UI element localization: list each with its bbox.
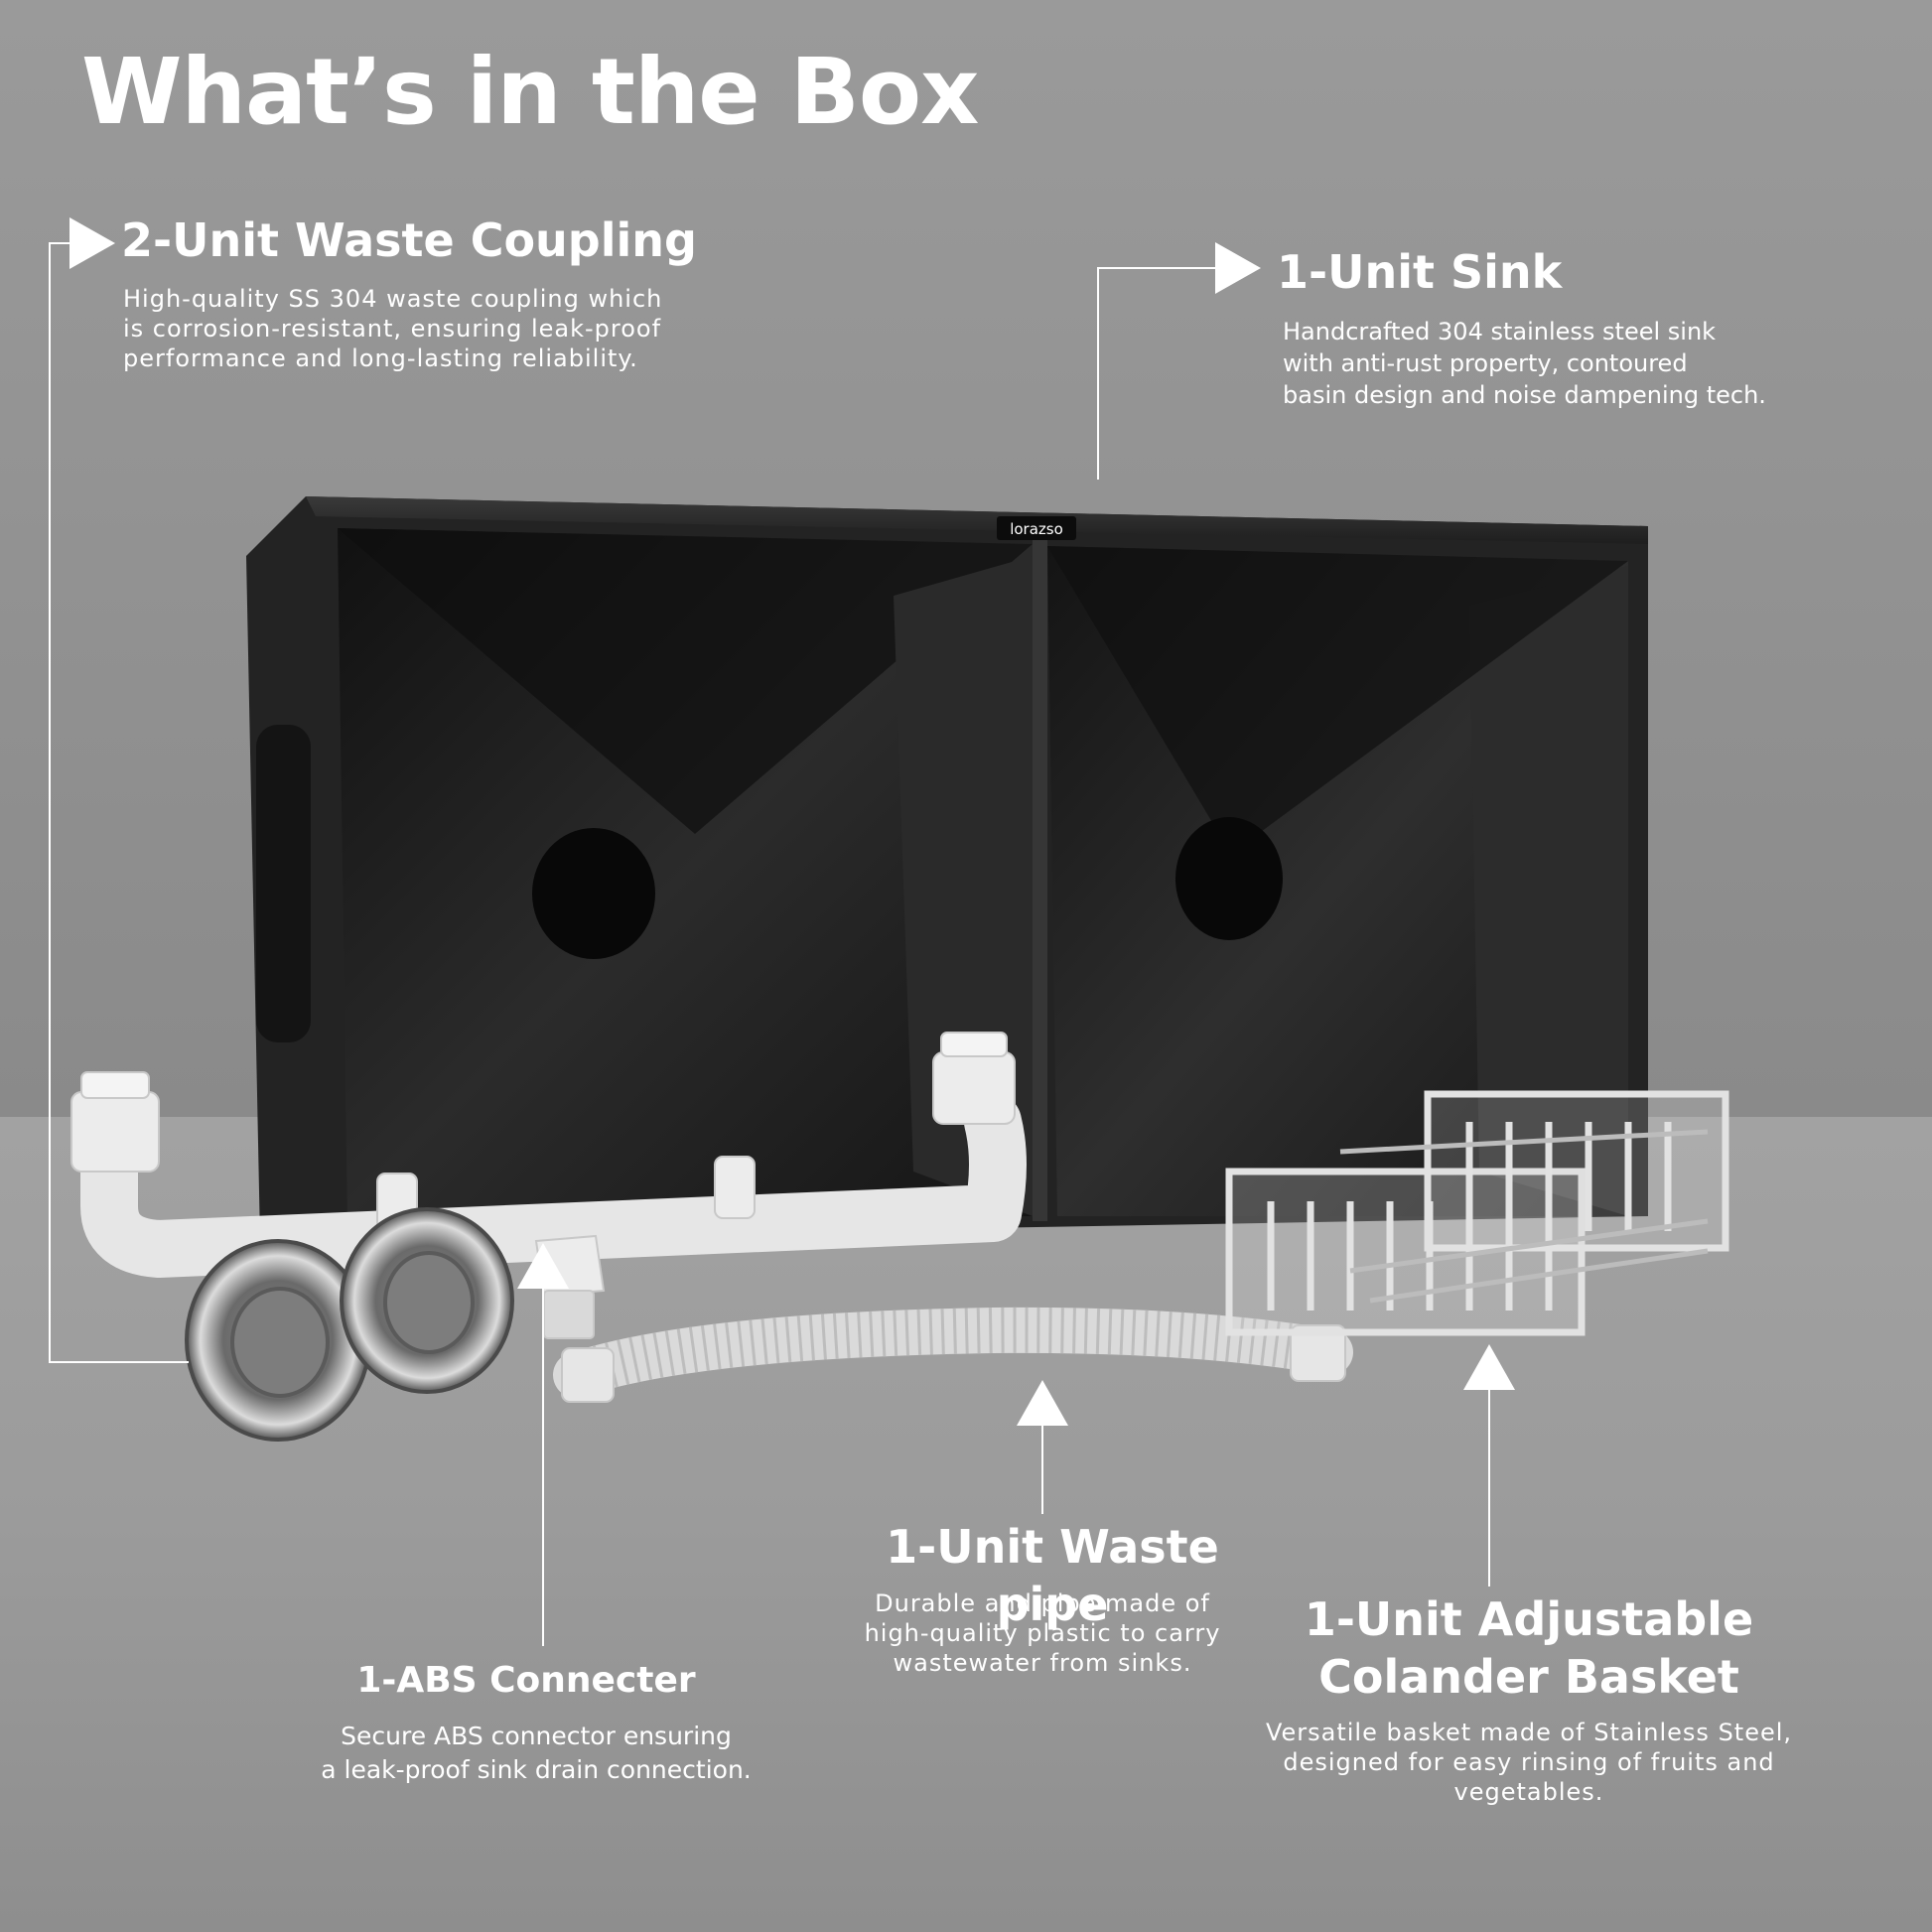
waste-pipe-line: Durable and pipe made of: [875, 1589, 1210, 1617]
basin-divider: [1033, 536, 1047, 1221]
colander-arrow-icon: [1463, 1344, 1515, 1390]
waste-coupling-strainers: [185, 1207, 514, 1442]
waste-pipe-line: wastewater from sinks.: [893, 1649, 1192, 1677]
coupling-joint-right: [714, 1156, 756, 1219]
colander-heading: 1-Unit Adjustable Colander Basket: [1281, 1590, 1777, 1706]
coupling-main-pipe: [80, 1093, 1027, 1278]
brand-logo-plate: [997, 516, 1076, 540]
sink-line: Handcrafted 304 stainless steel sink: [1283, 318, 1717, 345]
colander-line: vegetables.: [1453, 1778, 1604, 1806]
sink-leader-line: [1097, 267, 1221, 480]
waste-pipe-hose-illustration: [553, 1307, 1353, 1403]
coupling-leader-line: [49, 242, 189, 1363]
waste-pipe-description: Durable and pipe made of high-quality pl…: [814, 1588, 1271, 1678]
coupling-line: performance and long-lasting reliability…: [123, 345, 638, 372]
sink-arrow-icon: [1215, 242, 1261, 294]
sink-heading: 1-Unit Sink: [1277, 245, 1563, 299]
sink-line: with anti-rust property, contoured: [1283, 349, 1688, 377]
abs-arrow-icon: [517, 1243, 569, 1289]
brand-logo: lorazso: [1010, 520, 1063, 538]
colander-description: Versatile basket made of Stainless Steel…: [1201, 1718, 1857, 1807]
right-basin-side-wall: [1469, 566, 1628, 1216]
callout-leaders: [49, 242, 1490, 1646]
abs-connector-thread: [543, 1290, 595, 1339]
hose-right-end: [1290, 1324, 1346, 1382]
waste-pipe-arrow-icon: [1017, 1380, 1068, 1426]
colander-heading-line: Colander Basket: [1318, 1650, 1739, 1704]
coupling-heading: 2-Unit Waste Coupling: [121, 213, 697, 267]
waste-pipe-heading: 1-Unit Waste pipe: [886, 1520, 1219, 1631]
coupling-arrow-icon: [69, 217, 115, 269]
waste-pipe-line: high-quality plastic to carry: [864, 1619, 1221, 1647]
abs-description: Secure ABS connector ensuring a leak-pro…: [268, 1720, 804, 1787]
sink-line: basin design and noise dampening tech.: [1283, 381, 1766, 409]
abs-line: a leak-proof sink drain connection.: [321, 1755, 752, 1784]
hose-left-end: [561, 1347, 615, 1403]
coupling-line: is corrosion-resistant, ensuring leak-pr…: [123, 315, 662, 343]
coupling-left-cap: [70, 1091, 160, 1173]
sink-top-rim: [306, 496, 1648, 544]
abs-line: Secure ABS connector ensuring: [341, 1722, 732, 1750]
colander-line: designed for easy rinsing of fruits and: [1283, 1748, 1775, 1776]
basket-front-frame: [1225, 1168, 1586, 1336]
page-title: What’s in the Box: [81, 39, 979, 145]
coupling-line: High-quality SS 304 waste coupling which: [123, 285, 663, 313]
left-drain-hole: [532, 828, 655, 959]
sink-description: Handcrafted 304 stainless steel sink wit…: [1283, 316, 1766, 411]
colander-line: Versatile basket made of Stainless Steel…: [1265, 1719, 1793, 1746]
colander-basket-illustration: [1225, 1090, 1729, 1336]
right-drain-hole: [1175, 817, 1283, 940]
abs-heading: 1-ABS Connecter: [356, 1660, 696, 1701]
coupling-right-cap: [932, 1051, 1016, 1125]
coupling-description: High-quality SS 304 waste coupling which…: [123, 284, 662, 373]
sink-side-panel: [256, 725, 311, 1042]
callout-arrows: [69, 217, 1515, 1426]
colander-heading-line: 1-Unit Adjustable: [1304, 1592, 1754, 1646]
sink-illustration: lorazso: [246, 496, 1648, 1241]
basket-back-frame: [1424, 1090, 1729, 1252]
left-basin: [338, 528, 1033, 1219]
